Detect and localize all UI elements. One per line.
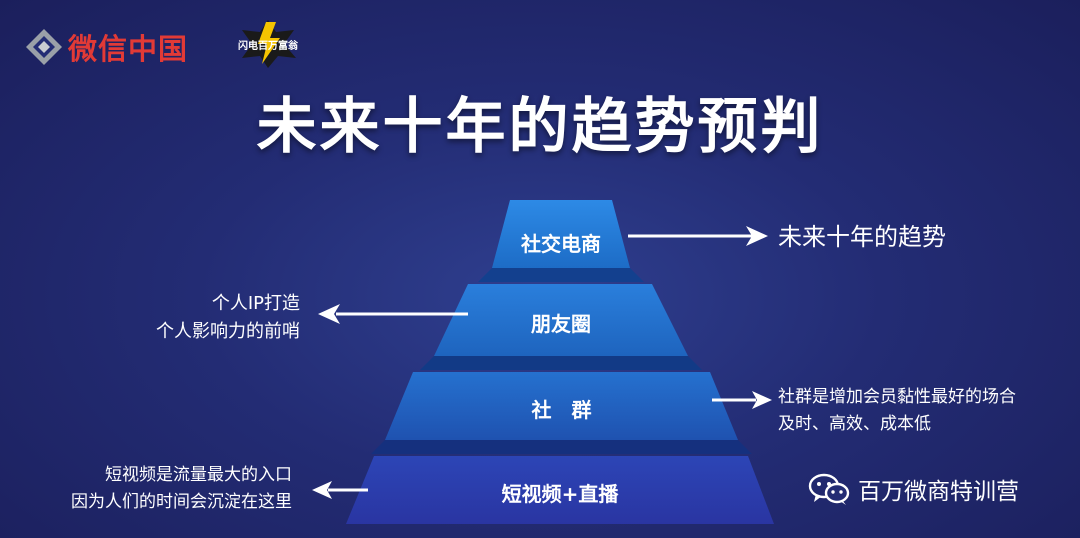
tier-moments-base	[420, 356, 702, 370]
arrow-right-community	[712, 391, 772, 409]
wechat-icon	[808, 473, 850, 505]
lightning-badge-icon: 闪电百万富翁	[238, 20, 298, 68]
annotation-community: 社群是增加会员黏性最好的场合 及时、高效、成本低	[778, 384, 1016, 438]
annotation-short-video-line1: 短视频是流量最大的入口	[105, 465, 292, 485]
brand-logo: 微信中国	[24, 26, 188, 68]
annotation-moments-line2: 个人影响力的前哨	[156, 321, 300, 342]
tier-community	[385, 372, 738, 440]
tier-label-community: 社 群	[531, 398, 592, 422]
arrow-left-moments	[318, 304, 468, 324]
tier-community-base	[371, 440, 752, 454]
arrow-right-top	[628, 226, 768, 246]
annotation-short-video: 短视频是流量最大的入口 因为人们的时间会沉淀在这里	[40, 462, 292, 516]
annotation-moments-line1: 个人IP打造	[211, 293, 300, 314]
arrow-left-video	[312, 481, 368, 499]
brand-text: 微信中国	[68, 32, 189, 66]
tier-short-video	[346, 456, 774, 524]
badge-text: 闪电百万富翁	[238, 39, 298, 52]
tier-label-social-ecommerce: 社交电商	[521, 232, 601, 256]
annotation-moments: 个人IP打造 个人影响力的前哨	[120, 290, 300, 346]
annotation-community-line1: 社群是增加会员黏性最好的场合	[778, 387, 1016, 407]
wechat-account: 百万微商特训营	[808, 472, 1019, 506]
tier-social-ecommerce-base	[478, 268, 644, 282]
tier-label-short-video: 短视频+直播	[501, 482, 619, 506]
tier-social-ecommerce	[492, 200, 630, 268]
tier-label-moments: 朋友圈	[531, 312, 591, 336]
brand-diamond-icon	[26, 29, 62, 65]
annotation-community-line2: 及时、高效、成本低	[778, 414, 931, 434]
annotation-social-ecommerce: 未来十年的趋势	[778, 223, 946, 251]
page-title: 未来十年的趋势预判	[256, 92, 824, 162]
annotation-short-video-line2: 因为人们的时间会沉淀在这里	[71, 492, 292, 512]
wechat-account-name: 百万微商特训营	[858, 479, 1019, 505]
tier-moments	[434, 284, 688, 356]
